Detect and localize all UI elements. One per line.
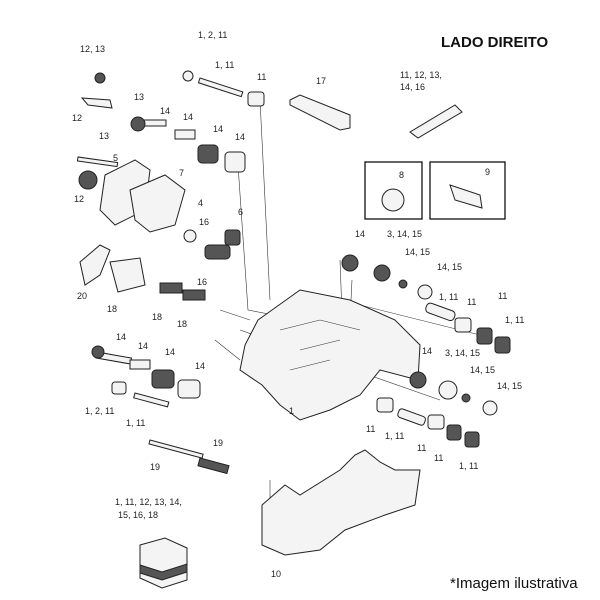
part-label: 14: [116, 332, 126, 342]
part-label: 18: [107, 304, 117, 314]
part-label: 11: [434, 453, 443, 463]
part-label: 1, 11: [385, 431, 404, 441]
part-9-box: [429, 161, 506, 220]
part-label: 4: [198, 198, 203, 208]
part-label: 11, 12, 13,: [400, 70, 442, 80]
part-8-oring: [381, 188, 405, 212]
part-label: 1, 11: [439, 292, 458, 302]
caliper-carrier: [261, 449, 421, 556]
part-label: 20: [77, 291, 87, 301]
illustrative-note: *Imagem ilustrativa: [450, 575, 578, 592]
part-label: 5: [113, 153, 118, 163]
part-label: 18: [152, 312, 162, 322]
part-label: 16: [199, 217, 209, 227]
part-label: 11: [257, 72, 266, 82]
part-label: 17: [316, 76, 326, 86]
grease-tube: [409, 104, 463, 139]
part-label: 14: [165, 347, 175, 357]
part-label: 1, 2, 11: [85, 406, 114, 416]
part-label: 11: [366, 424, 375, 434]
part-label: 11: [417, 443, 426, 453]
part-label: 14, 15: [405, 247, 430, 257]
part-label: 1, 11, 12, 13, 14,: [115, 497, 182, 507]
part-label: 10: [271, 569, 281, 579]
part-label: 15, 16, 18: [118, 510, 158, 520]
part-label: 13: [99, 131, 109, 141]
part-label: 9: [485, 167, 490, 177]
part-label: 18: [177, 319, 187, 329]
part-label: 13: [134, 92, 144, 102]
part-label: 12: [74, 194, 84, 204]
part-label: 11: [467, 297, 476, 307]
part-label: 1, 2, 11: [198, 30, 227, 40]
part-label: 6: [238, 207, 243, 217]
part-label: 14: [213, 124, 223, 134]
part-label: 14: [422, 346, 432, 356]
part-label: 14, 15: [470, 365, 495, 375]
caliper-body: [239, 289, 421, 421]
part-label: 14: [183, 112, 193, 122]
part-label: 14: [160, 106, 170, 116]
part-label: 1, 11: [505, 315, 524, 325]
part-8-box: [364, 161, 423, 220]
parts: [76, 70, 511, 589]
part-label: 11: [498, 291, 507, 301]
part-label: 14: [355, 229, 365, 239]
part-label: 16: [197, 277, 207, 287]
part-labels: 12, 13 1, 2, 11 1, 11 11 17 11, 12, 13, …: [72, 30, 524, 579]
part-label: 3, 14, 15: [387, 229, 422, 239]
part-label: 14, 15: [497, 381, 522, 391]
part-label: 14, 16: [400, 82, 425, 92]
part-label: 1: [289, 406, 294, 416]
part-label: 14: [195, 361, 205, 371]
view-title: LADO DIREITO: [441, 34, 549, 51]
part-label: 1, 11: [126, 418, 145, 428]
part-label: 1, 11: [215, 60, 234, 70]
part-label: 1, 11: [459, 461, 478, 471]
part-label: 14: [138, 341, 148, 351]
part-label: 14: [235, 132, 245, 142]
part-label: 8: [399, 170, 404, 180]
part-9-sensor: [449, 184, 483, 209]
part-label: 19: [150, 462, 160, 472]
part-label: 12, 13: [80, 44, 105, 54]
part-label: 14, 15: [437, 262, 462, 272]
part-label: 7: [179, 168, 184, 178]
part-label: 3, 14, 15: [445, 348, 480, 358]
part-label: 19: [213, 438, 223, 448]
part-label: 12: [72, 113, 82, 123]
part-17-lever: [289, 94, 351, 131]
